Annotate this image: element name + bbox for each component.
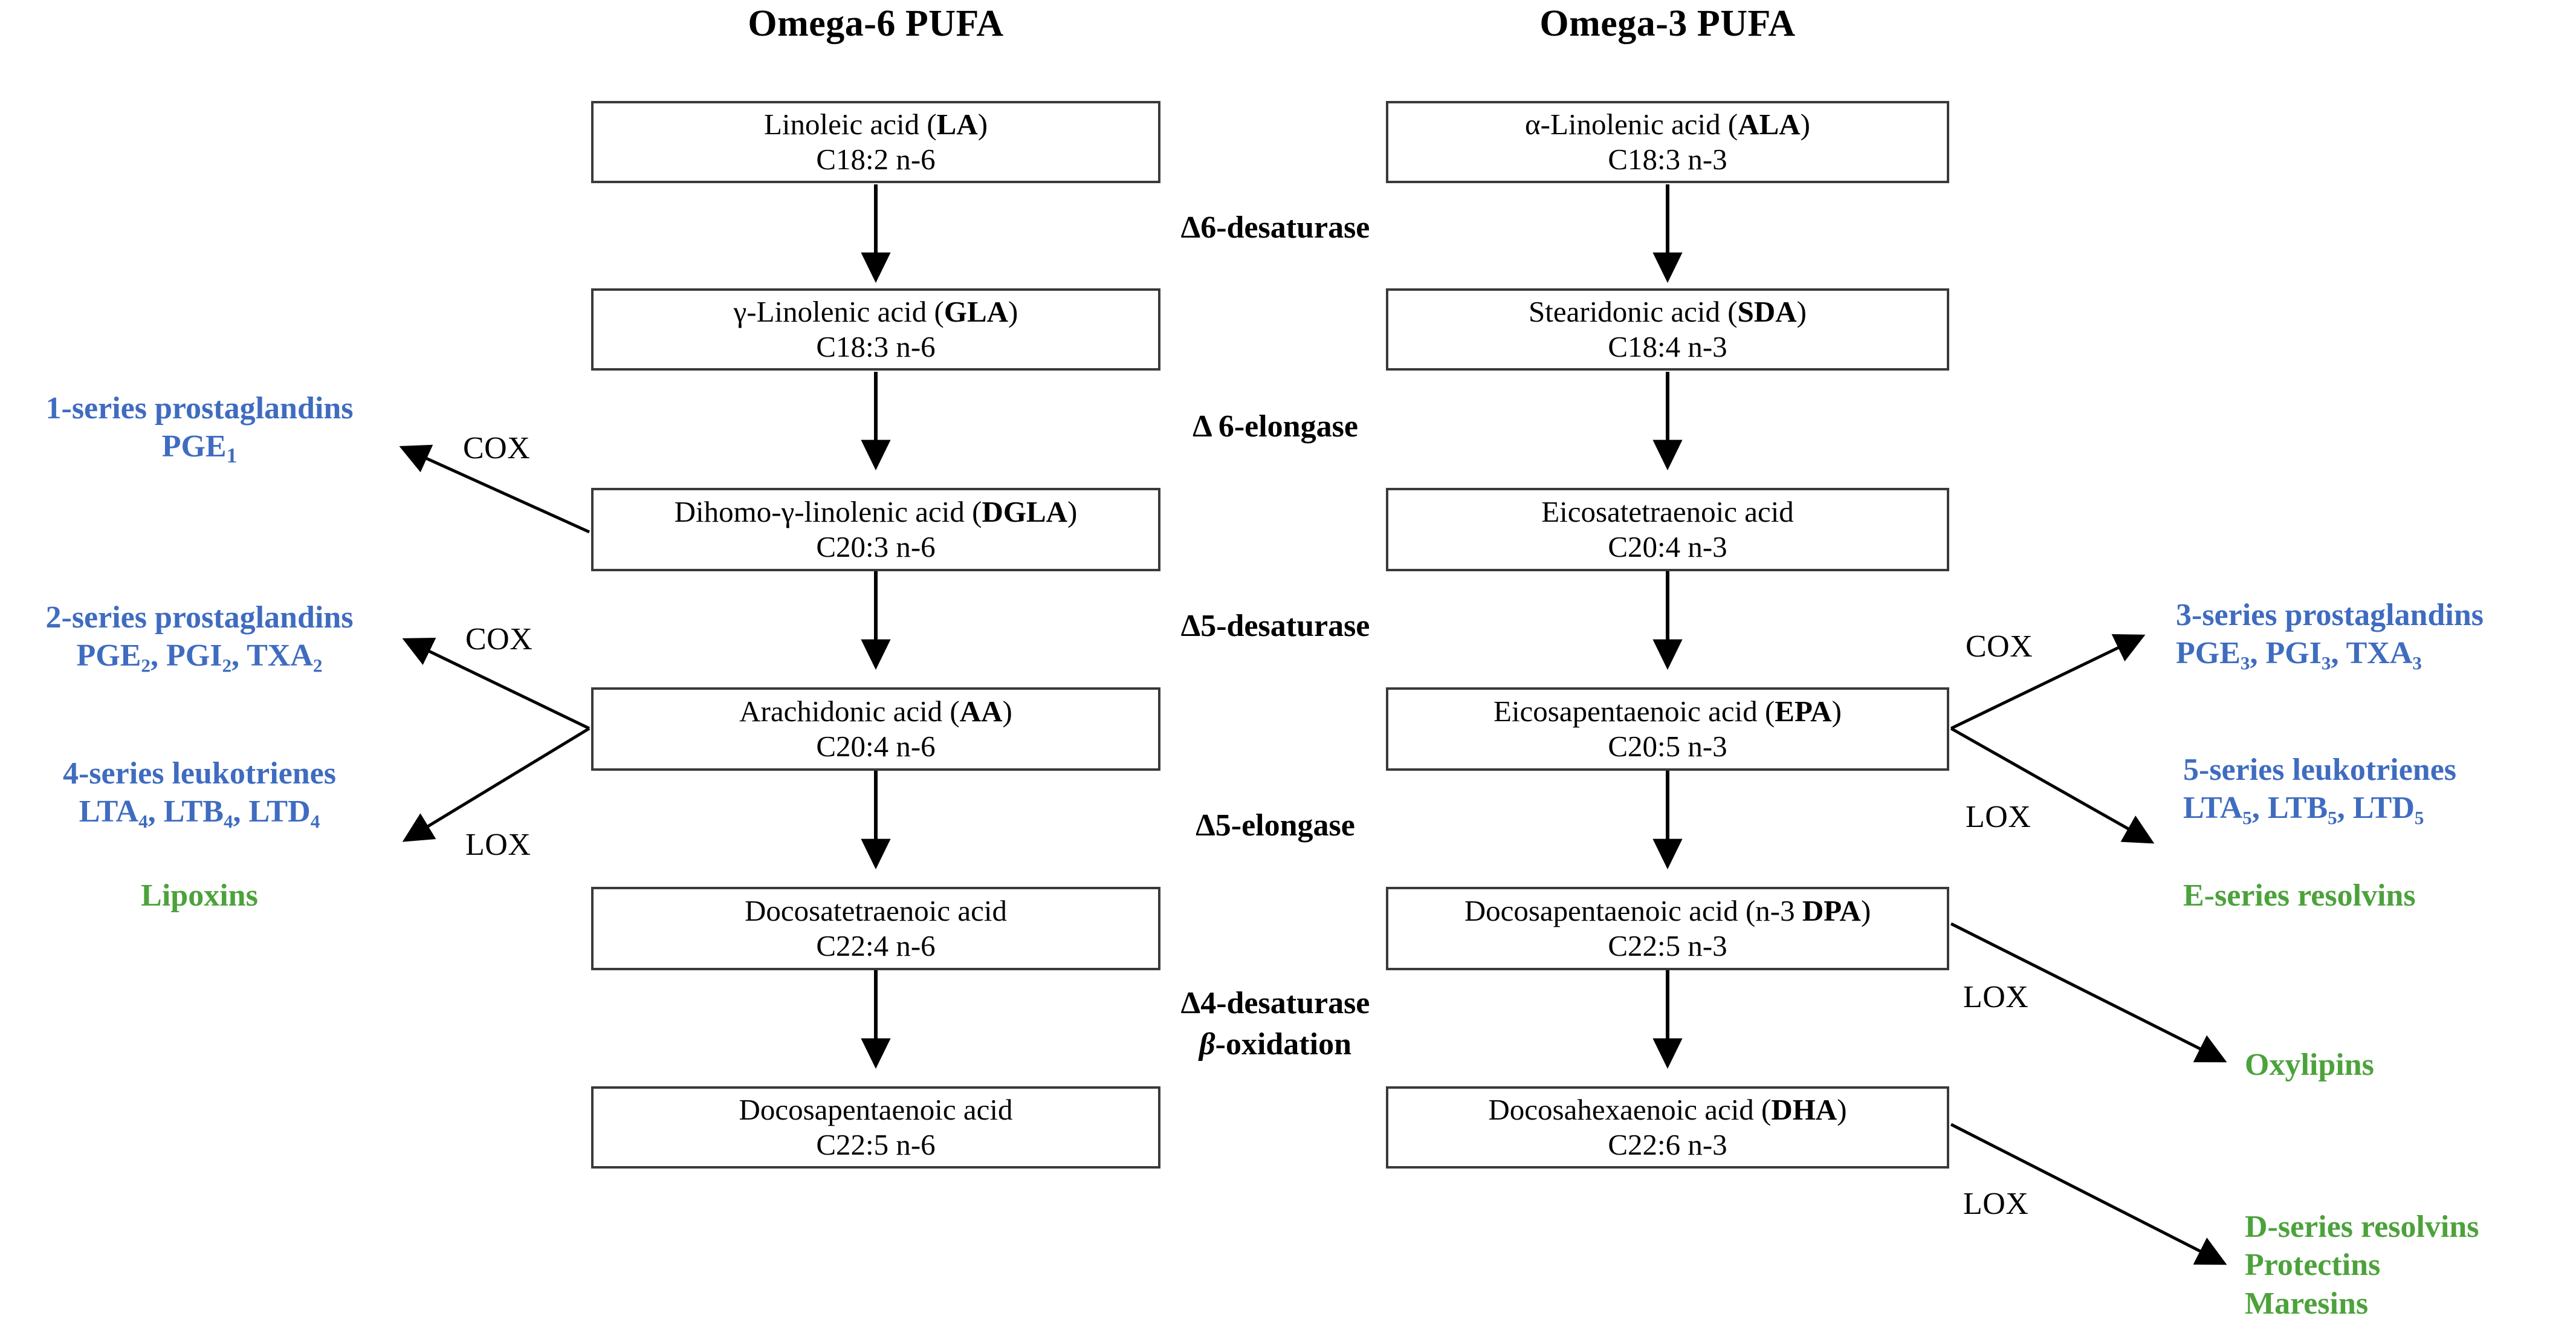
node-docosapentaenoic-acid-n6[interactable]: Docosapentaenoic acid C22:5 n-6	[591, 1086, 1160, 1169]
enzyme-delta6-elongase: Δ 6-elongase	[1193, 409, 1358, 444]
product-four-series-leukotrienes: 4-series leukotrienes LTA₄, LTB₄, LTD₄	[0, 754, 399, 831]
enzyme-delta4-desaturase: Δ4-desaturase	[1180, 986, 1370, 1020]
product-line: 3-series prostaglandins	[2176, 598, 2484, 632]
product-line: 5-series leukotrienes	[2183, 753, 2457, 787]
node-la[interactable]: Linoleic acid (LA) C18:2 n-6	[591, 101, 1160, 183]
product-line: Maresins	[2245, 1286, 2369, 1321]
node-sda-name: Stearidonic acid (SDA)	[1529, 295, 1807, 329]
node-epa-formula: C20:5 n-3	[1608, 730, 1727, 763]
product-line: PGE₃, PGI₃, TXA₃	[2176, 636, 2422, 671]
enzyme-delta5-elongase: Δ5-elongase	[1196, 808, 1355, 843]
product-three-series-prostaglandins: 3-series prostaglandins PGE₃, PGI₃, TXA₃	[2176, 596, 2484, 673]
node-ala[interactable]: α-Linolenic acid (ALA) C18:3 n-3	[1386, 101, 1949, 183]
product-line: D-series resolvins	[2245, 1210, 2479, 1244]
node-ala-name: α-Linolenic acid (ALA)	[1525, 108, 1810, 141]
node-dgla[interactable]: Dihomo-γ-linolenic acid (DGLA) C20:3 n-6	[591, 488, 1160, 571]
product-line: Oxylipins	[2245, 1048, 2374, 1082]
product-line: PGE₂, PGI₂, TXA₂	[76, 638, 323, 673]
node-docosapentaenoic-acid-n6-name: Docosapentaenoic acid	[739, 1093, 1013, 1127]
node-sda[interactable]: Stearidonic acid (SDA) C18:4 n-3	[1386, 288, 1949, 371]
node-docosatetraenoic-acid-formula: C22:4 n-6	[816, 929, 936, 962]
enzyme-delta5-desaturase: Δ5-desaturase	[1180, 609, 1370, 643]
reaction-tag-cox-aa: COX	[465, 622, 533, 657]
product-lipoxins: Lipoxins	[0, 877, 399, 915]
node-dpa-name: Docosapentaenoic acid (n-3 DPA)	[1464, 894, 1871, 928]
product-line: Protectins	[2245, 1248, 2381, 1283]
node-dha-name: Docosahexaenoic acid (DHA)	[1488, 1093, 1847, 1127]
node-docosapentaenoic-acid-n6-formula: C22:5 n-6	[816, 1128, 936, 1161]
node-ala-formula: C18:3 n-3	[1608, 143, 1727, 176]
column-header-omega6: Omega-6 PUFA	[748, 3, 1004, 44]
product-line: 1-series prostaglandins	[45, 391, 354, 426]
node-eicosatetraenoic-acid-name: Eicosatetraenoic acid	[1541, 495, 1794, 529]
product-line: LTA₅, LTB₅, LTD₅	[2183, 791, 2424, 826]
node-aa[interactable]: Arachidonic acid (AA) C20:4 n-6	[591, 687, 1160, 771]
reaction-tag-cox-epa: COX	[1966, 629, 2033, 664]
node-aa-name: Arachidonic acid (AA)	[739, 695, 1012, 728]
node-gla[interactable]: γ-Linolenic acid (GLA) C18:3 n-6	[591, 288, 1160, 371]
node-gla-name: γ-Linolenic acid (GLA)	[733, 295, 1018, 329]
reaction-tag-lox-aa: LOX	[465, 828, 531, 862]
node-dgla-formula: C20:3 n-6	[816, 530, 936, 563]
column-header-omega3: Omega-3 PUFA	[1539, 3, 1796, 44]
product-two-series-prostaglandins: 2-series prostaglandins PGE₂, PGI₂, TXA₂	[0, 598, 399, 675]
enzyme-beta-oxidation: β-oxidation	[1199, 1027, 1351, 1062]
product-five-series-leukotrienes: 5-series leukotrienes LTA₅, LTB₅, LTD₅	[2183, 751, 2456, 828]
product-line: PGE1	[161, 429, 238, 467]
product-d-series-resolvins: D-series resolvins Protectins Maresins	[2245, 1208, 2479, 1323]
arrow-aa-to-4series	[402, 727, 591, 842]
node-dpa[interactable]: Docosapentaenoic acid (n-3 DPA) C22:5 n-…	[1386, 887, 1949, 970]
node-epa[interactable]: Eicosapentaenoic acid (EPA) C20:5 n-3	[1386, 687, 1949, 771]
node-la-formula: C18:2 n-6	[816, 143, 936, 176]
reaction-tag-lox-epa: LOX	[1966, 800, 2031, 834]
node-eicosatetraenoic-acid[interactable]: Eicosatetraenoic acid C20:4 n-3	[1386, 488, 1949, 571]
node-gla-formula: C18:3 n-6	[816, 330, 936, 363]
node-dpa-formula: C22:5 n-3	[1608, 929, 1727, 962]
product-oxylipins: Oxylipins	[2245, 1046, 2374, 1084]
reaction-tag-cox-dgla: COX	[463, 431, 531, 465]
node-aa-formula: C20:4 n-6	[816, 730, 936, 763]
reaction-tag-lox-dha: LOX	[1963, 1187, 2029, 1221]
node-eicosatetraenoic-acid-formula: C20:4 n-3	[1608, 530, 1727, 563]
product-line: E-series resolvins	[2183, 878, 2416, 913]
product-line: 4-series leukotrienes	[62, 756, 336, 791]
product-one-series-prostaglandins: 1-series prostaglandins PGE1	[0, 389, 399, 467]
enzyme-delta6-desaturase: Δ6-desaturase	[1180, 210, 1370, 245]
node-sda-formula: C18:4 n-3	[1608, 330, 1727, 363]
reaction-tag-lox-dpa: LOX	[1963, 980, 2029, 1014]
product-line: Lipoxins	[141, 878, 258, 913]
node-docosatetraenoic-acid-name: Docosatetraenoic acid	[745, 894, 1007, 928]
node-epa-name: Eicosapentaenoic acid (EPA)	[1493, 695, 1842, 728]
product-e-series-resolvins: E-series resolvins	[2183, 877, 2416, 915]
node-docosatetraenoic-acid[interactable]: Docosatetraenoic acid C22:4 n-6	[591, 887, 1160, 970]
node-dha[interactable]: Docosahexaenoic acid (DHA) C22:6 n-3	[1386, 1086, 1949, 1169]
product-line: 2-series prostaglandins	[45, 600, 354, 635]
node-la-name: Linoleic acid (LA)	[763, 108, 988, 141]
node-dgla-name: Dihomo-γ-linolenic acid (DGLA)	[674, 495, 1078, 529]
node-dha-formula: C22:6 n-3	[1608, 1128, 1727, 1161]
product-line: LTA₄, LTB₄, LTD₄	[79, 794, 320, 829]
